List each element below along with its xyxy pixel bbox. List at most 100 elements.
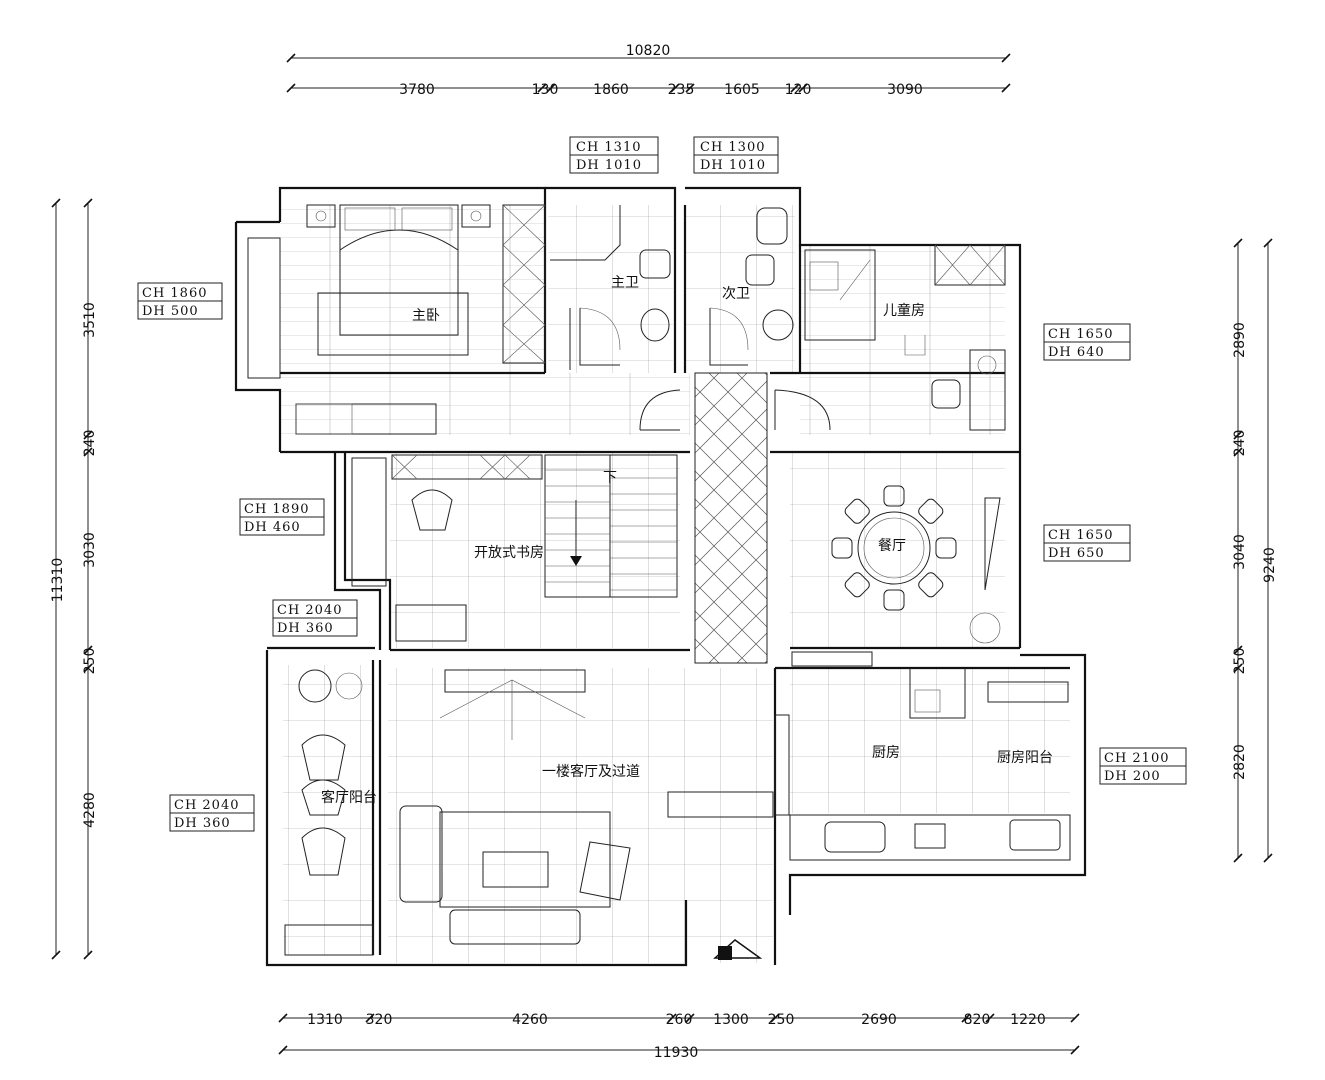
dim-bottom-seg: 4260 <box>512 1012 548 1028</box>
study-furniture <box>391 454 543 642</box>
dining-chair <box>918 572 944 598</box>
dimension-tick <box>83 198 93 208</box>
tag-dh: DH 1010 <box>576 158 642 173</box>
dim-left-seg: 250 <box>82 648 98 675</box>
dining-chair <box>935 537 957 559</box>
tag-dh: DH 200 <box>1104 769 1161 784</box>
dimension-bottom: 1310 320 4260 260 1300 250 2690 820 1220… <box>278 1012 1080 1061</box>
master-bed <box>306 204 491 356</box>
dimension-tick <box>51 198 61 208</box>
dimension-tick <box>286 83 296 93</box>
dimension-tick <box>985 1013 995 1023</box>
tag-ch: CH 2100 <box>1104 751 1170 766</box>
height-tags: CH 1310 DH 1010 CH 1300 DH 1010 CH 1860 … <box>137 136 1187 832</box>
label-study: 开放式书房 <box>474 545 544 561</box>
floor-fills <box>280 205 1070 963</box>
dimension-tick <box>667 1013 677 1023</box>
label-kitchen-balcony: 厨房阳台 <box>997 750 1053 766</box>
tag-dh: DH 650 <box>1048 546 1105 561</box>
height-tag: CH 2040 DH 360 <box>169 794 255 832</box>
height-tag: CH 2100 DH 200 <box>1099 747 1187 785</box>
dimension-tick <box>1233 238 1243 248</box>
dimension-tick <box>537 83 547 93</box>
stipple-areas <box>247 237 873 816</box>
dimension-tick <box>286 53 296 63</box>
height-tag: CH 2040 DH 360 <box>272 599 358 637</box>
dimension-tick <box>1233 430 1243 440</box>
dimension-tick <box>1070 1013 1080 1023</box>
dimension-top: 10820 3780 130 1860 235 1605 120 3090 <box>286 43 1011 98</box>
dimension-tick <box>278 1045 288 1055</box>
label-kids-room: 儿童房 <box>883 302 925 319</box>
dining-chair <box>844 572 870 598</box>
dimension-tick <box>546 83 556 93</box>
dim-top-seg: 1860 <box>593 82 629 98</box>
dim-right-seg: 2820 <box>1232 744 1248 780</box>
living-furniture <box>399 669 774 945</box>
dim-left-seg: 3030 <box>82 532 98 568</box>
dimension-tick <box>1233 447 1243 457</box>
height-tag: CH 1890 DH 460 <box>239 498 325 536</box>
dining-table <box>831 485 1001 644</box>
doors <box>569 308 831 431</box>
dimension-right: 2890 240 3040 250 2820 9240 <box>1232 238 1278 863</box>
height-tag: CH 1860 DH 500 <box>137 282 223 320</box>
dim-right-total: 9240 <box>1262 547 1278 583</box>
kitchen-fixtures <box>789 668 1071 861</box>
dimension-tick <box>1233 853 1243 863</box>
tag-dh: DH 360 <box>174 816 231 831</box>
height-tag: CH 1650 DH 650 <box>1043 524 1131 562</box>
dim-right-seg: 3040 <box>1232 534 1248 570</box>
label-second-bath: 次卫 <box>722 286 750 302</box>
dimension-tick <box>83 663 93 673</box>
dimension-tick <box>365 1013 375 1023</box>
dim-bottom-total: 11930 <box>654 1045 699 1061</box>
dining-chair <box>844 498 870 524</box>
dining-chair <box>831 537 853 559</box>
walls <box>234 186 1087 967</box>
dimension-left: 11310 3510 240 3030 250 4280 <box>50 198 98 960</box>
dining-chair <box>918 498 944 524</box>
dim-bottom-seg: 2690 <box>861 1012 897 1028</box>
dim-top-total: 10820 <box>626 43 671 59</box>
bathroom-fixtures <box>550 205 794 366</box>
dim-top-seg: 130 <box>532 82 559 98</box>
height-tag: CH 1300 DH 1010 <box>693 136 779 174</box>
room-labels: 主卧 主卫 次卫 儿童房 开放式书房 下 餐厅 一楼客厅及过道 客厅阳台 厨房 … <box>321 275 1053 806</box>
dimension-tick <box>1263 238 1273 248</box>
dim-right-seg: 250 <box>1232 648 1248 675</box>
dimension-tick <box>670 83 680 93</box>
dim-bottom-seg: 1300 <box>713 1012 749 1028</box>
tag-dh: DH 460 <box>244 520 301 535</box>
staircase <box>544 454 678 598</box>
label-living: 一楼客厅及过道 <box>542 763 640 780</box>
dimension-tick <box>685 1013 695 1023</box>
tag-ch: CH 1300 <box>700 140 766 155</box>
tag-ch: CH 1650 <box>1048 327 1114 342</box>
dimension-tick <box>1001 83 1011 93</box>
tag-dh: DH 1010 <box>700 158 766 173</box>
dim-top-seg: 3090 <box>887 82 923 98</box>
dim-right-seg: 240 <box>1232 430 1248 457</box>
dim-left-total: 11310 <box>50 558 66 603</box>
dimension-tick <box>798 83 808 93</box>
label-master-bath: 主卫 <box>611 275 639 291</box>
dining-chair <box>883 589 905 611</box>
dimension-tick <box>1233 645 1243 655</box>
dim-top-seg: 235 <box>668 82 695 98</box>
dim-bottom-seg: 250 <box>768 1012 795 1028</box>
label-stair-down: 下 <box>603 470 617 486</box>
dim-top-seg: 3780 <box>399 82 435 98</box>
dim-top-seg: 120 <box>785 82 812 98</box>
dim-left-seg: 3510 <box>82 302 98 338</box>
tag-ch: CH 1860 <box>142 286 208 301</box>
height-tag: CH 1650 DH 640 <box>1043 323 1131 361</box>
label-kitchen: 厨房 <box>872 745 900 761</box>
dimension-tick <box>961 1013 971 1023</box>
dimension-tick <box>1263 853 1273 863</box>
tag-ch: CH 1310 <box>576 140 642 155</box>
dim-bottom-seg: 260 <box>666 1012 693 1028</box>
dim-right-seg: 2890 <box>1232 322 1248 358</box>
dimension-tick <box>770 1013 780 1023</box>
